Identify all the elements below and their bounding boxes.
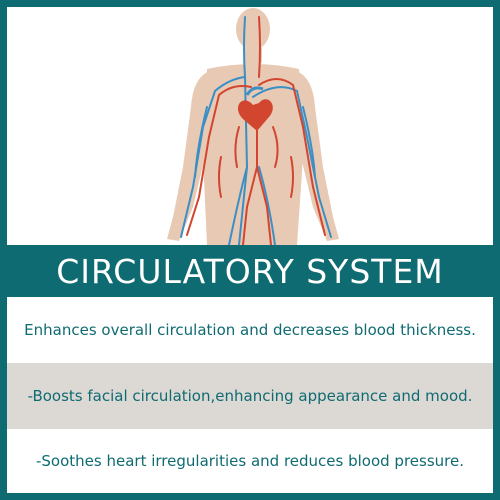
body-silhouette xyxy=(167,8,339,245)
heart-icon xyxy=(237,86,273,131)
veins xyxy=(180,16,332,245)
benefit-row-2: -Boosts facial circulation,enhancing app… xyxy=(7,363,493,429)
title-band: CIRCULATORY SYSTEM xyxy=(0,245,500,297)
benefit-row-1: Enhances overall circulation and decreas… xyxy=(7,297,493,363)
benefit-row-3: -Soothes heart irregularities and reduce… xyxy=(7,429,493,493)
benefit-text: Enhances overall circulation and decreas… xyxy=(24,321,476,339)
benefit-text: -Boosts facial circulation,enhancing app… xyxy=(27,387,473,405)
benefit-text: -Soothes heart irregularities and reduce… xyxy=(36,452,464,470)
human-body-illustration xyxy=(167,8,339,245)
circulatory-illustration xyxy=(7,7,493,245)
arteries xyxy=(186,16,326,245)
page-title: CIRCULATORY SYSTEM xyxy=(56,251,444,291)
